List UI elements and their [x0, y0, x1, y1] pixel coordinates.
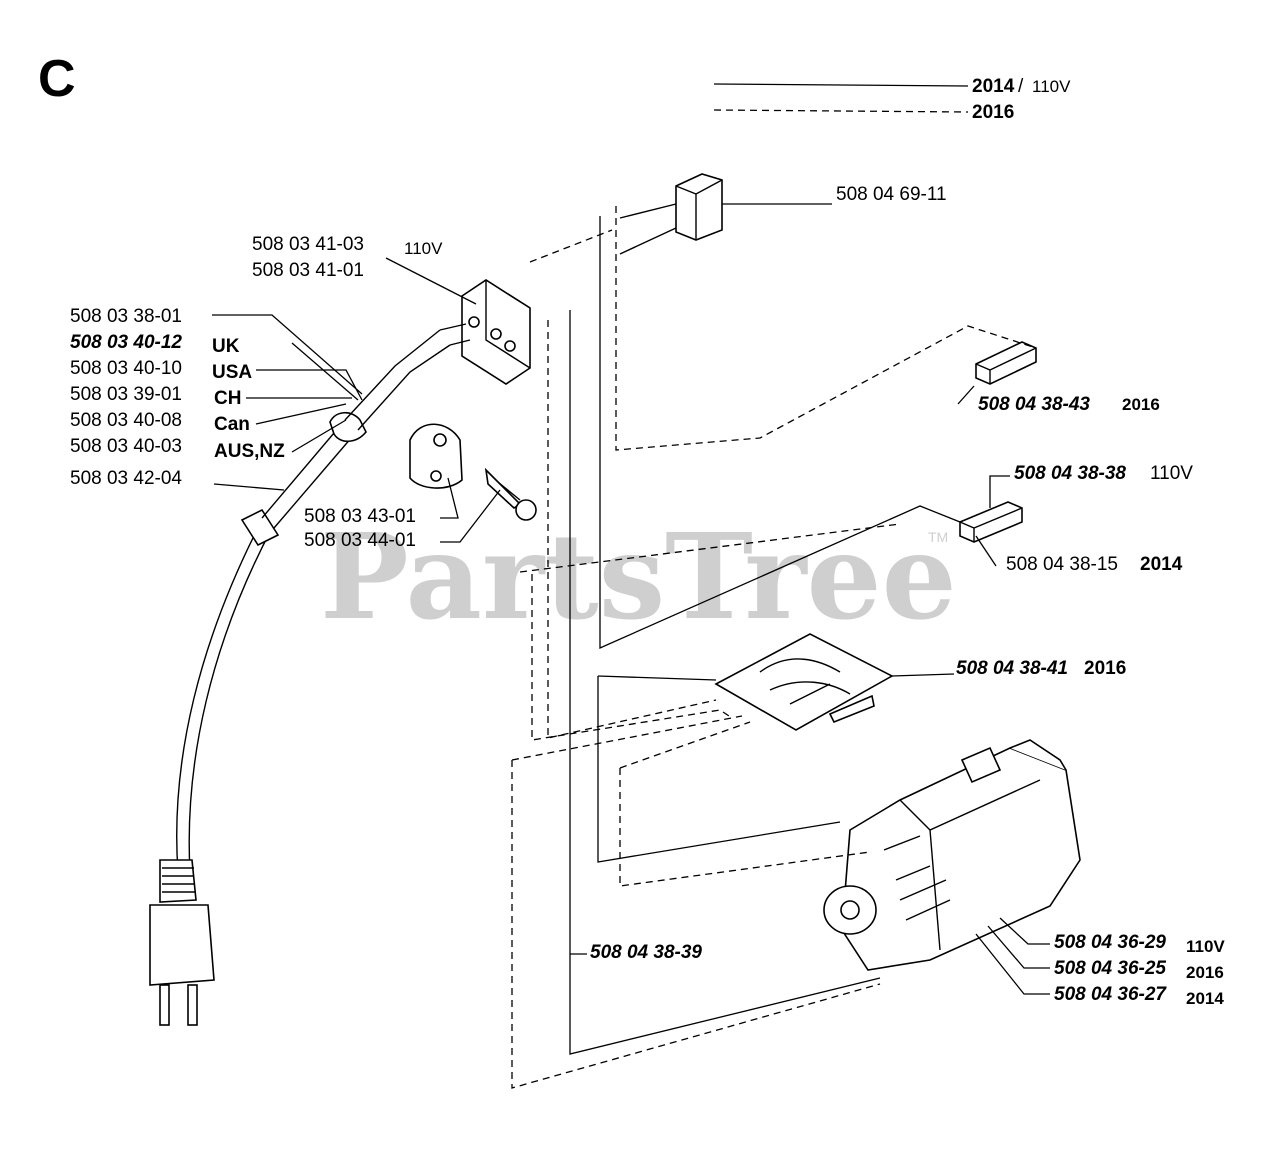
legend-dashed-line [713, 109, 969, 113]
label-switch-508-04-38-15: 508 04 38-15 [1006, 554, 1118, 575]
label-cord-508-03-42-04: 508 03 42-04 [70, 468, 182, 489]
label-region-uk: UK [212, 336, 240, 357]
label-motor-508-04-36-25: 508 04 36-25 [1054, 958, 1166, 979]
cord-clamp-illustration [409, 423, 463, 489]
label-cord-508-03-40-03: 508 03 40-03 [70, 436, 182, 457]
wiring-dashed [511, 206, 1037, 1089]
label-motor-2014-model: 2014 [1186, 989, 1224, 1008]
terminal-block-illustration [439, 279, 531, 385]
power-cord-illustration [149, 329, 451, 1026]
label-cord-508-03-40-10: 508 03 40-10 [70, 358, 182, 379]
circuit-board-illustration [714, 633, 894, 731]
label-cord-508-03-40-08: 508 03 40-08 [70, 410, 182, 431]
watermark-trademark: TM [928, 529, 948, 545]
label-screw-508-03-44-01: 508 03 44-01 [304, 530, 416, 551]
label-switch-2014-model: 2014 [1140, 554, 1183, 575]
label-switch-2016-model: 2016 [1122, 395, 1160, 414]
legend-solid-model: 2014 [972, 76, 1015, 97]
legend-solid-voltage: 110V [1032, 77, 1071, 96]
label-cord-508-03-39-01: 508 03 39-01 [70, 384, 182, 405]
label-clamp-508-03-43-01: 508 03 43-01 [304, 506, 416, 527]
label-switch-110v-model: 110V [1150, 463, 1193, 484]
label-motor-508-04-36-29: 508 04 36-29 [1054, 932, 1166, 953]
label-motor-508-04-36-27: 508 04 36-27 [1054, 984, 1167, 1005]
label-terminal-508-03-41-01: 508 03 41-01 [252, 260, 364, 281]
screw-illustration [484, 467, 537, 521]
label-region-aus-nz: AUS,NZ [214, 441, 285, 462]
leader-lines [212, 203, 1050, 995]
label-board-model: 2016 [1084, 658, 1126, 679]
label-capacitor-508-04-69-11: 508 04 69-11 [836, 184, 947, 205]
switch-2014-illustration [959, 501, 1023, 543]
switch-2016-illustration [975, 341, 1037, 385]
label-region-usa: USA [212, 362, 252, 383]
legend-slash: / [1018, 76, 1024, 97]
label-board-508-04-38-41: 508 04 38-41 [956, 658, 1068, 679]
label-region-ch: CH [214, 388, 241, 409]
label-wire-set-508-04-38-39: 508 04 38-39 [590, 942, 702, 963]
wiring-solid [569, 216, 961, 1055]
label-cord-508-03-40-12: 508 03 40-12 [70, 332, 182, 353]
legend-dashed-model: 2016 [972, 102, 1014, 123]
label-region-can: Can [214, 414, 250, 435]
legend-solid-line [713, 83, 969, 87]
watermark: PartsTree [320, 507, 957, 646]
label-terminal-508-03-41-03: 508 03 41-03 [252, 234, 364, 255]
label-cord-508-03-38-01: 508 03 38-01 [70, 306, 182, 327]
motor-illustration [823, 739, 1081, 971]
capacitor-illustration [619, 173, 723, 255]
label-motor-110v-model: 110V [1186, 937, 1225, 956]
label-motor-2016-model: 2016 [1186, 963, 1224, 982]
label-terminal-voltage: 110V [404, 239, 443, 258]
section-letter: C [38, 50, 76, 108]
label-switch-508-04-38-43: 508 04 38-43 [978, 394, 1090, 415]
legend: 2014 / 110V 2016 [713, 76, 1071, 123]
label-switch-508-04-38-38: 508 04 38-38 [1014, 463, 1126, 484]
